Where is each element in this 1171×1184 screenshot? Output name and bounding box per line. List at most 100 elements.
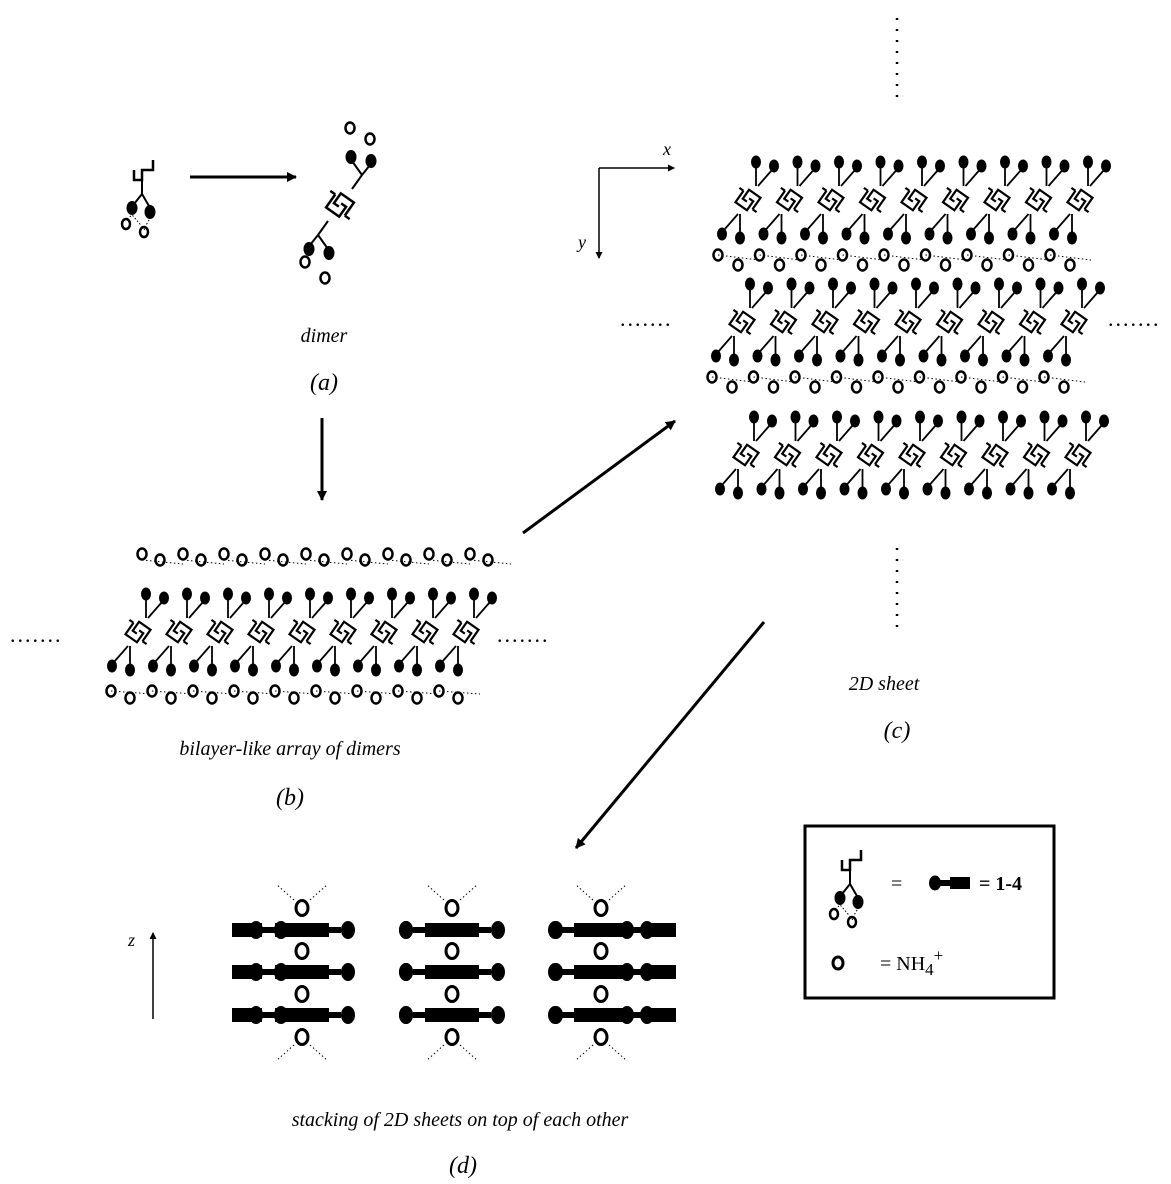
ammonium-ion bbox=[341, 547, 353, 561]
ammonium-ion bbox=[218, 547, 230, 561]
ammonium-ion bbox=[165, 691, 177, 705]
arrow-b-to-c bbox=[522, 419, 676, 535]
stacked-sheets bbox=[232, 883, 676, 1062]
ammonium-ion bbox=[441, 553, 453, 567]
ellipsis-b-left: ....... bbox=[10, 622, 63, 647]
hydrogen-bond bbox=[1008, 254, 1050, 261]
ammonium-ion bbox=[464, 547, 476, 561]
ellipsis-b-right: ....... bbox=[497, 622, 550, 647]
axis-label-y: y bbox=[576, 232, 586, 252]
compound-rod bbox=[548, 963, 604, 981]
ammonium-ion bbox=[898, 258, 910, 272]
dimer-unit bbox=[923, 154, 988, 246]
ammonium-ion bbox=[809, 380, 821, 394]
hydrogen-bond bbox=[151, 690, 194, 695]
compound-rod bbox=[249, 921, 305, 939]
dimer-unit bbox=[962, 409, 1028, 501]
dimer-molecule bbox=[299, 121, 378, 285]
legend-ammonium-sup: + bbox=[934, 946, 944, 965]
dimer-unit bbox=[1045, 409, 1111, 501]
hydrogen-bond bbox=[794, 376, 837, 383]
dimer-unit bbox=[433, 586, 499, 678]
panel-label-c: (c) bbox=[884, 718, 911, 744]
caption-sheet: 2D sheet bbox=[849, 673, 920, 695]
ammonium-ion bbox=[975, 380, 987, 394]
legend-eq-molecule: = bbox=[891, 873, 902, 895]
hydrogen-bond bbox=[753, 376, 795, 383]
hydrogen-bond bbox=[264, 559, 307, 565]
ammonium-ion bbox=[277, 553, 289, 567]
axis-xy: x y bbox=[576, 139, 675, 259]
compound-rod bbox=[548, 921, 604, 939]
compound-rod bbox=[299, 963, 355, 981]
hydrogen-bond bbox=[428, 559, 471, 565]
ammonium-ion bbox=[815, 258, 827, 272]
dimer-unit bbox=[917, 276, 982, 368]
ammonium-ion bbox=[294, 985, 310, 1003]
ammonium-ion bbox=[593, 985, 609, 1003]
dimer-unit bbox=[757, 154, 822, 246]
panel-label-b: (b) bbox=[276, 785, 304, 811]
ammonium-ion bbox=[732, 258, 744, 272]
dimer-unit bbox=[187, 586, 253, 678]
hydrogen-bond bbox=[309, 883, 329, 901]
ammonium-ion bbox=[400, 553, 412, 567]
dimer-unit bbox=[755, 409, 820, 501]
ammonium-ion bbox=[767, 380, 780, 394]
arrow-c-to-d bbox=[574, 621, 766, 849]
legend-ammonium-sub: 4 bbox=[925, 960, 934, 979]
hydrogen-bond bbox=[459, 1044, 479, 1062]
dimer-unit bbox=[1004, 409, 1069, 501]
hydrogen-bond bbox=[966, 254, 1009, 261]
ammonium-ion bbox=[444, 1028, 460, 1046]
compound-rod bbox=[299, 921, 355, 939]
ammonium-ion bbox=[423, 547, 435, 561]
dimer-unit bbox=[840, 154, 905, 246]
hydrogen-bond bbox=[1049, 254, 1092, 261]
panel-d: z stacking of 2D sheets on top of each o… bbox=[127, 883, 676, 1179]
ammonium-ion bbox=[236, 553, 248, 567]
ammonium-ion bbox=[593, 1028, 609, 1046]
dimer-unit bbox=[964, 154, 1030, 246]
hydrogen-bond bbox=[192, 690, 235, 695]
dimer-unit bbox=[879, 409, 945, 501]
dimer-unit bbox=[1041, 276, 1107, 368]
hydrogen-bond bbox=[1002, 376, 1044, 383]
ammonium-ion bbox=[294, 899, 310, 917]
ammonium-ion bbox=[892, 380, 904, 394]
caption-bilayer: bilayer-like array of dimers bbox=[179, 738, 400, 760]
dimer-unit bbox=[875, 276, 941, 368]
compound-rod bbox=[620, 963, 676, 981]
hydrogen-bond bbox=[274, 690, 317, 695]
ammonium-ion bbox=[1064, 258, 1076, 272]
hydrogen-bond bbox=[574, 883, 594, 901]
ammonium-ion bbox=[154, 553, 166, 567]
ammonium-ion bbox=[300, 547, 312, 561]
legend-ammonium-prefix: = NH bbox=[880, 953, 925, 975]
hydrogen-bond bbox=[309, 1044, 329, 1062]
hydrogen-bond bbox=[425, 883, 445, 901]
ammonium-ion bbox=[856, 258, 869, 272]
dimer-unit bbox=[709, 276, 775, 368]
dimer-unit bbox=[881, 154, 947, 246]
hydrogen-bond bbox=[469, 559, 512, 565]
ammonium-ion bbox=[195, 553, 207, 567]
ellipsis-c-right: ....... bbox=[1108, 306, 1161, 331]
ammonium-ion bbox=[933, 380, 946, 394]
monomer-molecule bbox=[120, 158, 157, 239]
hydrogen-bond bbox=[438, 690, 481, 695]
ammonium-ion bbox=[1016, 380, 1029, 394]
hydrogen-bond bbox=[459, 883, 479, 901]
dimer-unit bbox=[1047, 154, 1113, 246]
hydrogen-bond bbox=[1043, 376, 1086, 383]
dimer-unit bbox=[1000, 276, 1065, 368]
dimer-unit bbox=[792, 276, 858, 368]
ammonium-ion bbox=[370, 691, 382, 705]
ammonium-ion bbox=[773, 258, 786, 272]
compound-rod bbox=[399, 1006, 455, 1024]
hydrogen-bond bbox=[275, 883, 295, 901]
axis-label-z: z bbox=[127, 930, 135, 950]
ammonium-ion bbox=[136, 547, 148, 561]
ammonium-ion bbox=[259, 547, 271, 561]
hydrogen-bond bbox=[182, 559, 225, 565]
